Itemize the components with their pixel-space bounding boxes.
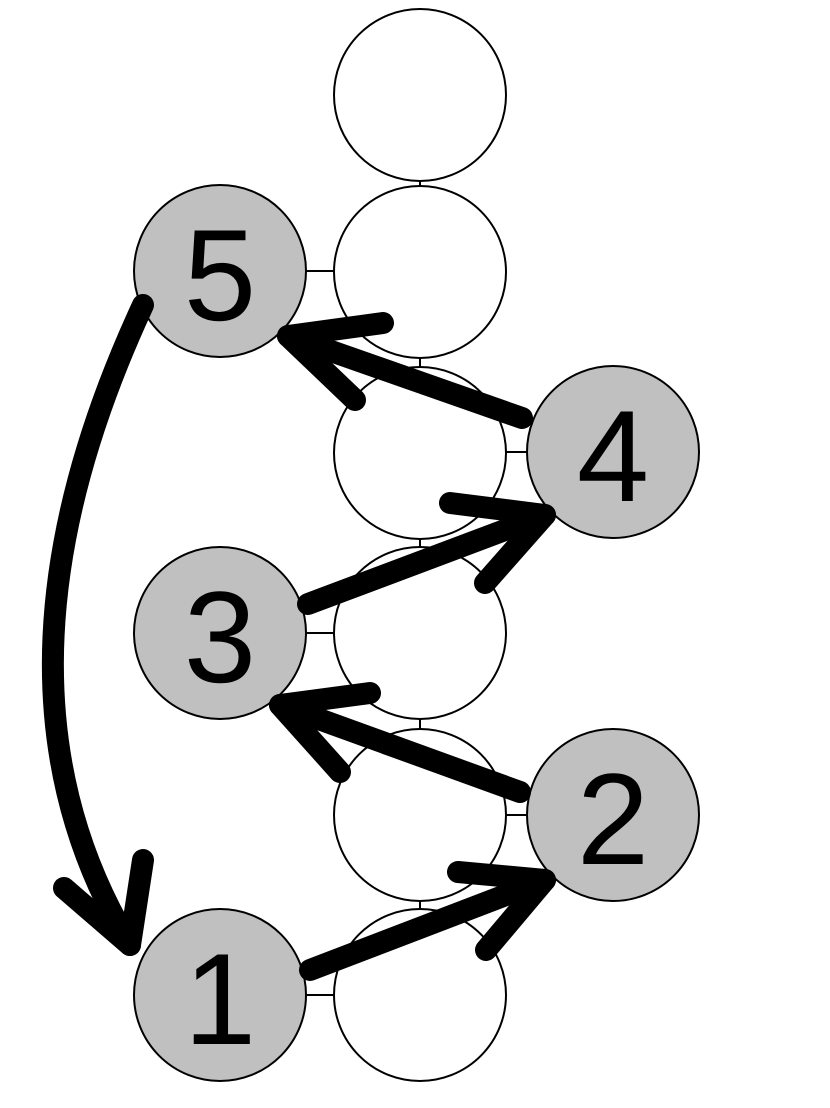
arrow-head <box>269 682 381 783</box>
arrow-shaft <box>277 325 533 429</box>
step-circle-3 <box>133 546 307 720</box>
spine-node <box>333 546 507 720</box>
arrow-shaft <box>299 869 556 981</box>
arrow-2-to-3 <box>269 682 531 803</box>
step-connectors <box>305 270 530 996</box>
step-node-5: 5 <box>133 184 307 358</box>
step-label-2: 2 <box>577 746 649 892</box>
spine-node <box>333 8 507 182</box>
arrow-head <box>53 849 154 956</box>
step-label-1: 1 <box>184 926 256 1072</box>
step-nodes: 5 4 3 2 1 <box>133 184 700 1082</box>
step-node-4: 4 <box>526 365 700 539</box>
step-circle-2 <box>526 728 700 902</box>
step-label-3: 3 <box>184 564 256 710</box>
arrow-head <box>447 861 556 961</box>
step-circle-1 <box>133 908 307 1082</box>
step-node-2: 2 <box>526 728 700 902</box>
step-circle-5 <box>133 184 307 358</box>
arrows <box>41 294 556 981</box>
arrow-shaft <box>297 504 556 615</box>
arrow-4-to-5 <box>277 312 533 429</box>
step-label-5: 5 <box>184 202 256 348</box>
step-node-1: 1 <box>133 908 307 1082</box>
arrow-shaft <box>269 694 531 803</box>
step-circle-4 <box>526 365 700 539</box>
arrow-head <box>439 492 556 594</box>
arrow-head <box>277 312 394 411</box>
arrow-shaft <box>41 294 154 956</box>
step-label-4: 4 <box>577 383 649 529</box>
arrow-1-to-2 <box>299 861 556 981</box>
arrow-5-to-1 <box>41 294 154 956</box>
step-node-3: 3 <box>133 546 307 720</box>
arrow-3-to-4 <box>297 492 556 615</box>
